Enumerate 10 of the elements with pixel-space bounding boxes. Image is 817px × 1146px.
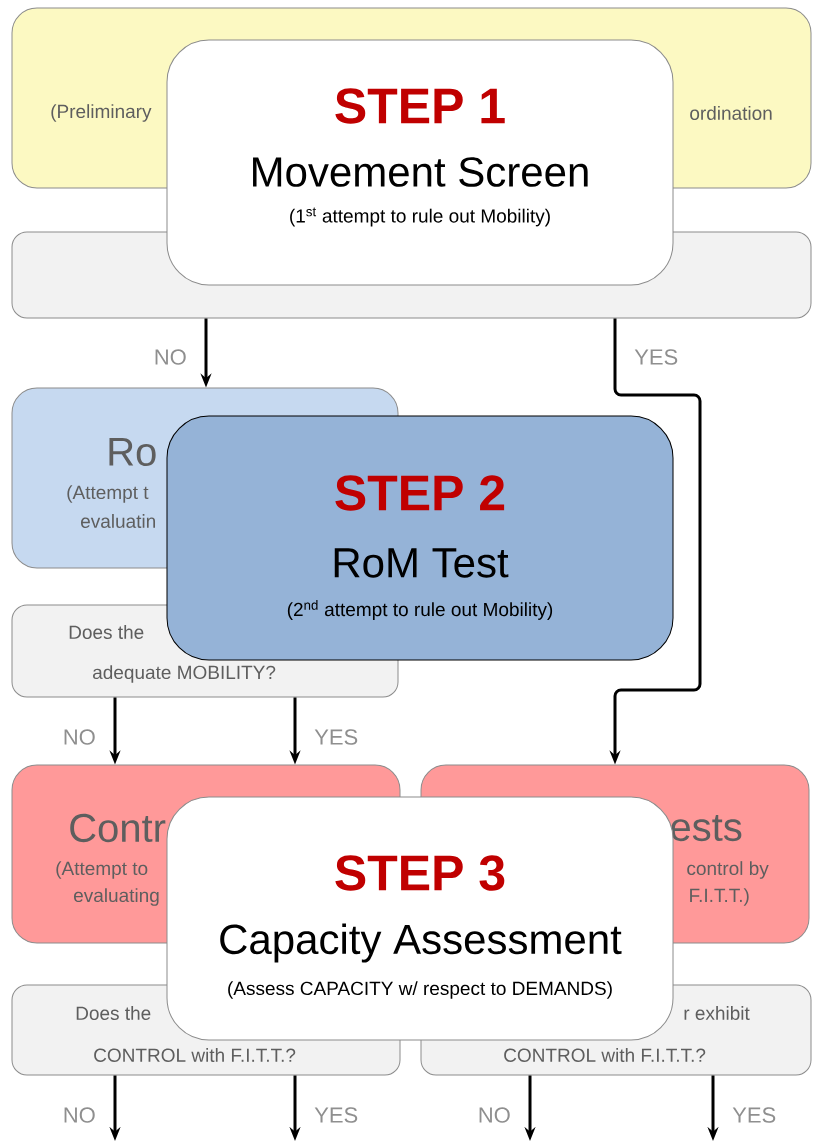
edge-label: YES: [633, 348, 680, 366]
step-box: STEP 1 Movement Screen (1$^{st}$ attempt to rule out Mobility): [166, 39, 674, 286]
edge-label: YES: [313, 728, 360, 746]
edge-label: YES: [313, 1106, 360, 1124]
edge-label: NO: [152, 348, 188, 366]
step-box: STEP 2 RoM Test (2$^{nd}$ attempt to rule out Mobility): [166, 415, 674, 661]
edge-label: NO: [476, 1106, 512, 1124]
edge-label: YES: [731, 1106, 778, 1124]
edge-label: NO: [61, 728, 97, 746]
edge-label: NO: [61, 1106, 97, 1124]
